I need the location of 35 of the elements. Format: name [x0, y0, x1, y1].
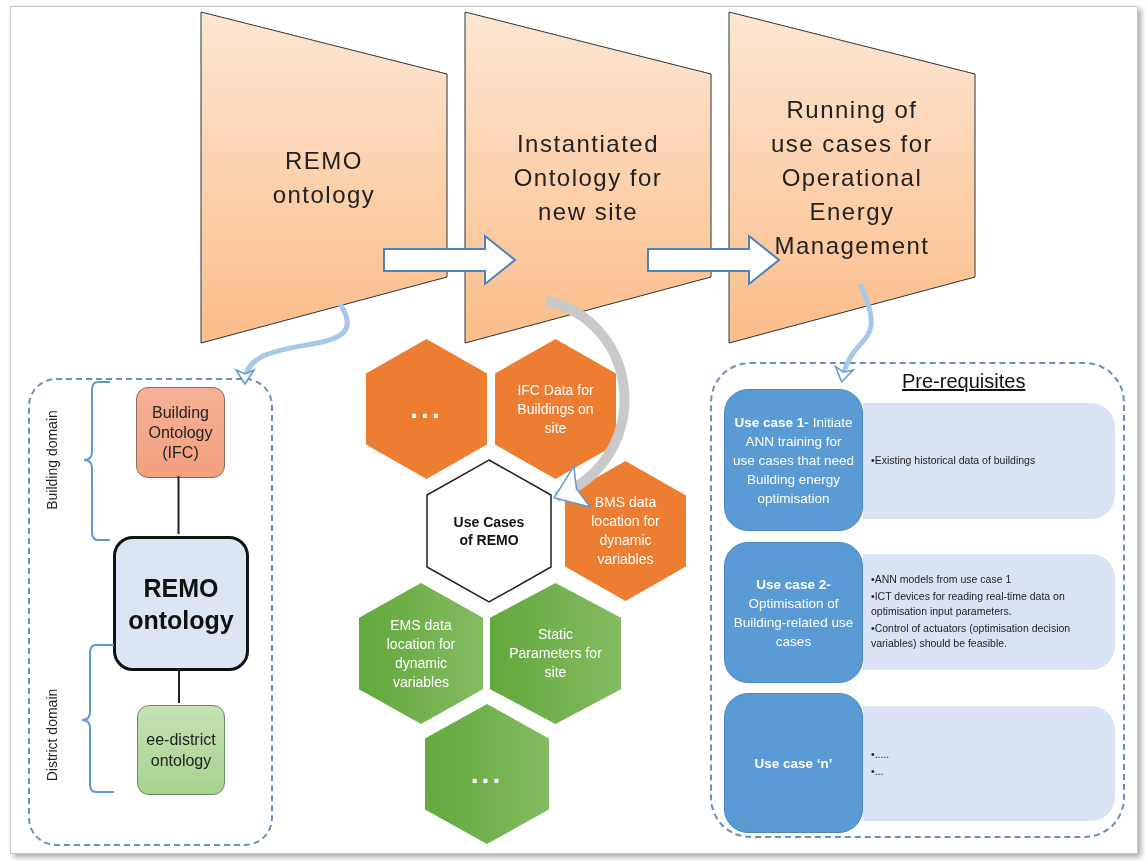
stage-label: REMO ontology: [271, 145, 377, 210]
prerequisite-box: [863, 403, 1115, 519]
bullet-item: •Existing historical data of buildings: [871, 452, 1037, 468]
hexagon-label: ...: [470, 760, 504, 788]
hexagon-label: Use Cases of REMO: [452, 513, 526, 549]
hexagon-label: EMS data location for dynamic variables: [385, 615, 457, 692]
use-case-box: Use case 1- Initiate ANN training for use cases that need Building energy optimisation: [724, 389, 863, 531]
bullet-item: •.....: [871, 746, 891, 762]
use-case-box: Use case ‘n’: [724, 693, 863, 833]
use-case-box: Use case 2- Optimisation of Building-related use cases: [724, 542, 863, 683]
bullet-item: •ICT devices for reading real-time data on optimisation input parameters.: [871, 588, 1066, 619]
axis-label: District domain: [44, 688, 60, 782]
stage-label: Instantiated Ontology for new site: [512, 128, 664, 227]
dashed-group-box: [710, 362, 1125, 838]
connector-line: [178, 668, 180, 704]
dashed-group-box: [28, 378, 273, 846]
block-arrow: [647, 233, 781, 287]
hexagon-label: BMS data location for dynamic variables: [590, 493, 661, 569]
hexagon-label: Static Parameters for site: [509, 625, 602, 682]
group-heading: Pre-requisites: [902, 370, 1026, 392]
bullet-item: •ANN models from use case 1: [871, 571, 1013, 587]
block-arrow: [383, 233, 517, 287]
bullet-item: •...: [871, 763, 885, 779]
curved-arrow: [835, 283, 874, 383]
stage-label: Running of use cases for Operational Energy Management: [769, 94, 935, 261]
hexagon-label: IFC Data for Buildings on site: [516, 380, 595, 438]
connector-line: [177, 475, 180, 535]
hexagon-label: ...: [410, 395, 443, 423]
bullet-item: •Control of actuators (optimisation decision variables) should be feasible.: [871, 620, 1072, 651]
ontology-box: ee-district ontology: [137, 705, 225, 795]
ontology-box: REMO ontology: [113, 536, 249, 671]
ontology-box: Building Ontology (IFC): [136, 387, 225, 478]
prerequisite-box: [863, 706, 1115, 821]
prerequisite-box: [863, 554, 1115, 670]
axis-label: Building domain: [44, 410, 60, 510]
